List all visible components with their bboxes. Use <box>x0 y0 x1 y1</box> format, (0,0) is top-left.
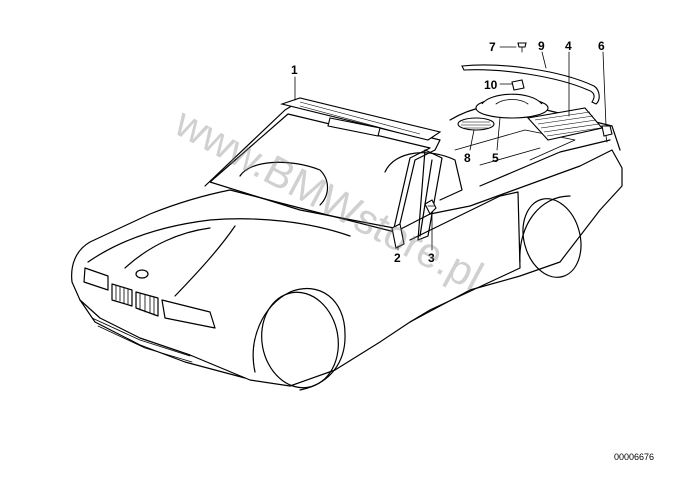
callout-6: 6 <box>598 39 605 53</box>
windshield-glass <box>209 113 431 229</box>
part-1-windshield-trim <box>280 97 442 141</box>
headlight-left <box>83 267 216 329</box>
callout-10: 10 <box>484 78 498 92</box>
bumper-lines <box>91 317 193 363</box>
part-10-clip <box>511 79 525 91</box>
part-6-clip <box>601 125 613 143</box>
callout-8: 8 <box>464 151 471 165</box>
door-outline <box>409 191 521 323</box>
callout-7: 7 <box>489 40 496 54</box>
part-9-trim-strip <box>461 64 600 105</box>
part-5-cover <box>475 93 549 119</box>
callout-4: 4 <box>565 39 572 53</box>
part-3-clip <box>424 199 437 215</box>
kidney-grille <box>111 283 159 317</box>
part-4-speaker-grille <box>526 107 604 141</box>
hood-crease <box>124 225 236 297</box>
car-illustration <box>71 103 623 391</box>
a-pillar <box>417 149 443 241</box>
callout-9: 9 <box>538 39 545 53</box>
windshield-frame <box>204 103 441 233</box>
callout-5: 5 <box>492 151 499 165</box>
callout-3: 3 <box>428 251 435 265</box>
diagram-reference-number: 00006676 <box>614 452 654 462</box>
part-7-screw <box>517 42 527 53</box>
part-2-pillar-seal <box>391 223 405 249</box>
hood-line <box>87 218 351 263</box>
callout-2: 2 <box>394 251 401 265</box>
part-8-grille <box>457 117 495 131</box>
leader-lines <box>294 46 607 251</box>
seats <box>239 152 463 206</box>
callout-1: 1 <box>291 63 298 77</box>
bmw-badge <box>135 269 149 279</box>
front-bumper <box>79 299 246 379</box>
front-wheel <box>252 287 346 391</box>
car-body-outline <box>71 149 623 387</box>
rear-wheel <box>519 195 582 278</box>
